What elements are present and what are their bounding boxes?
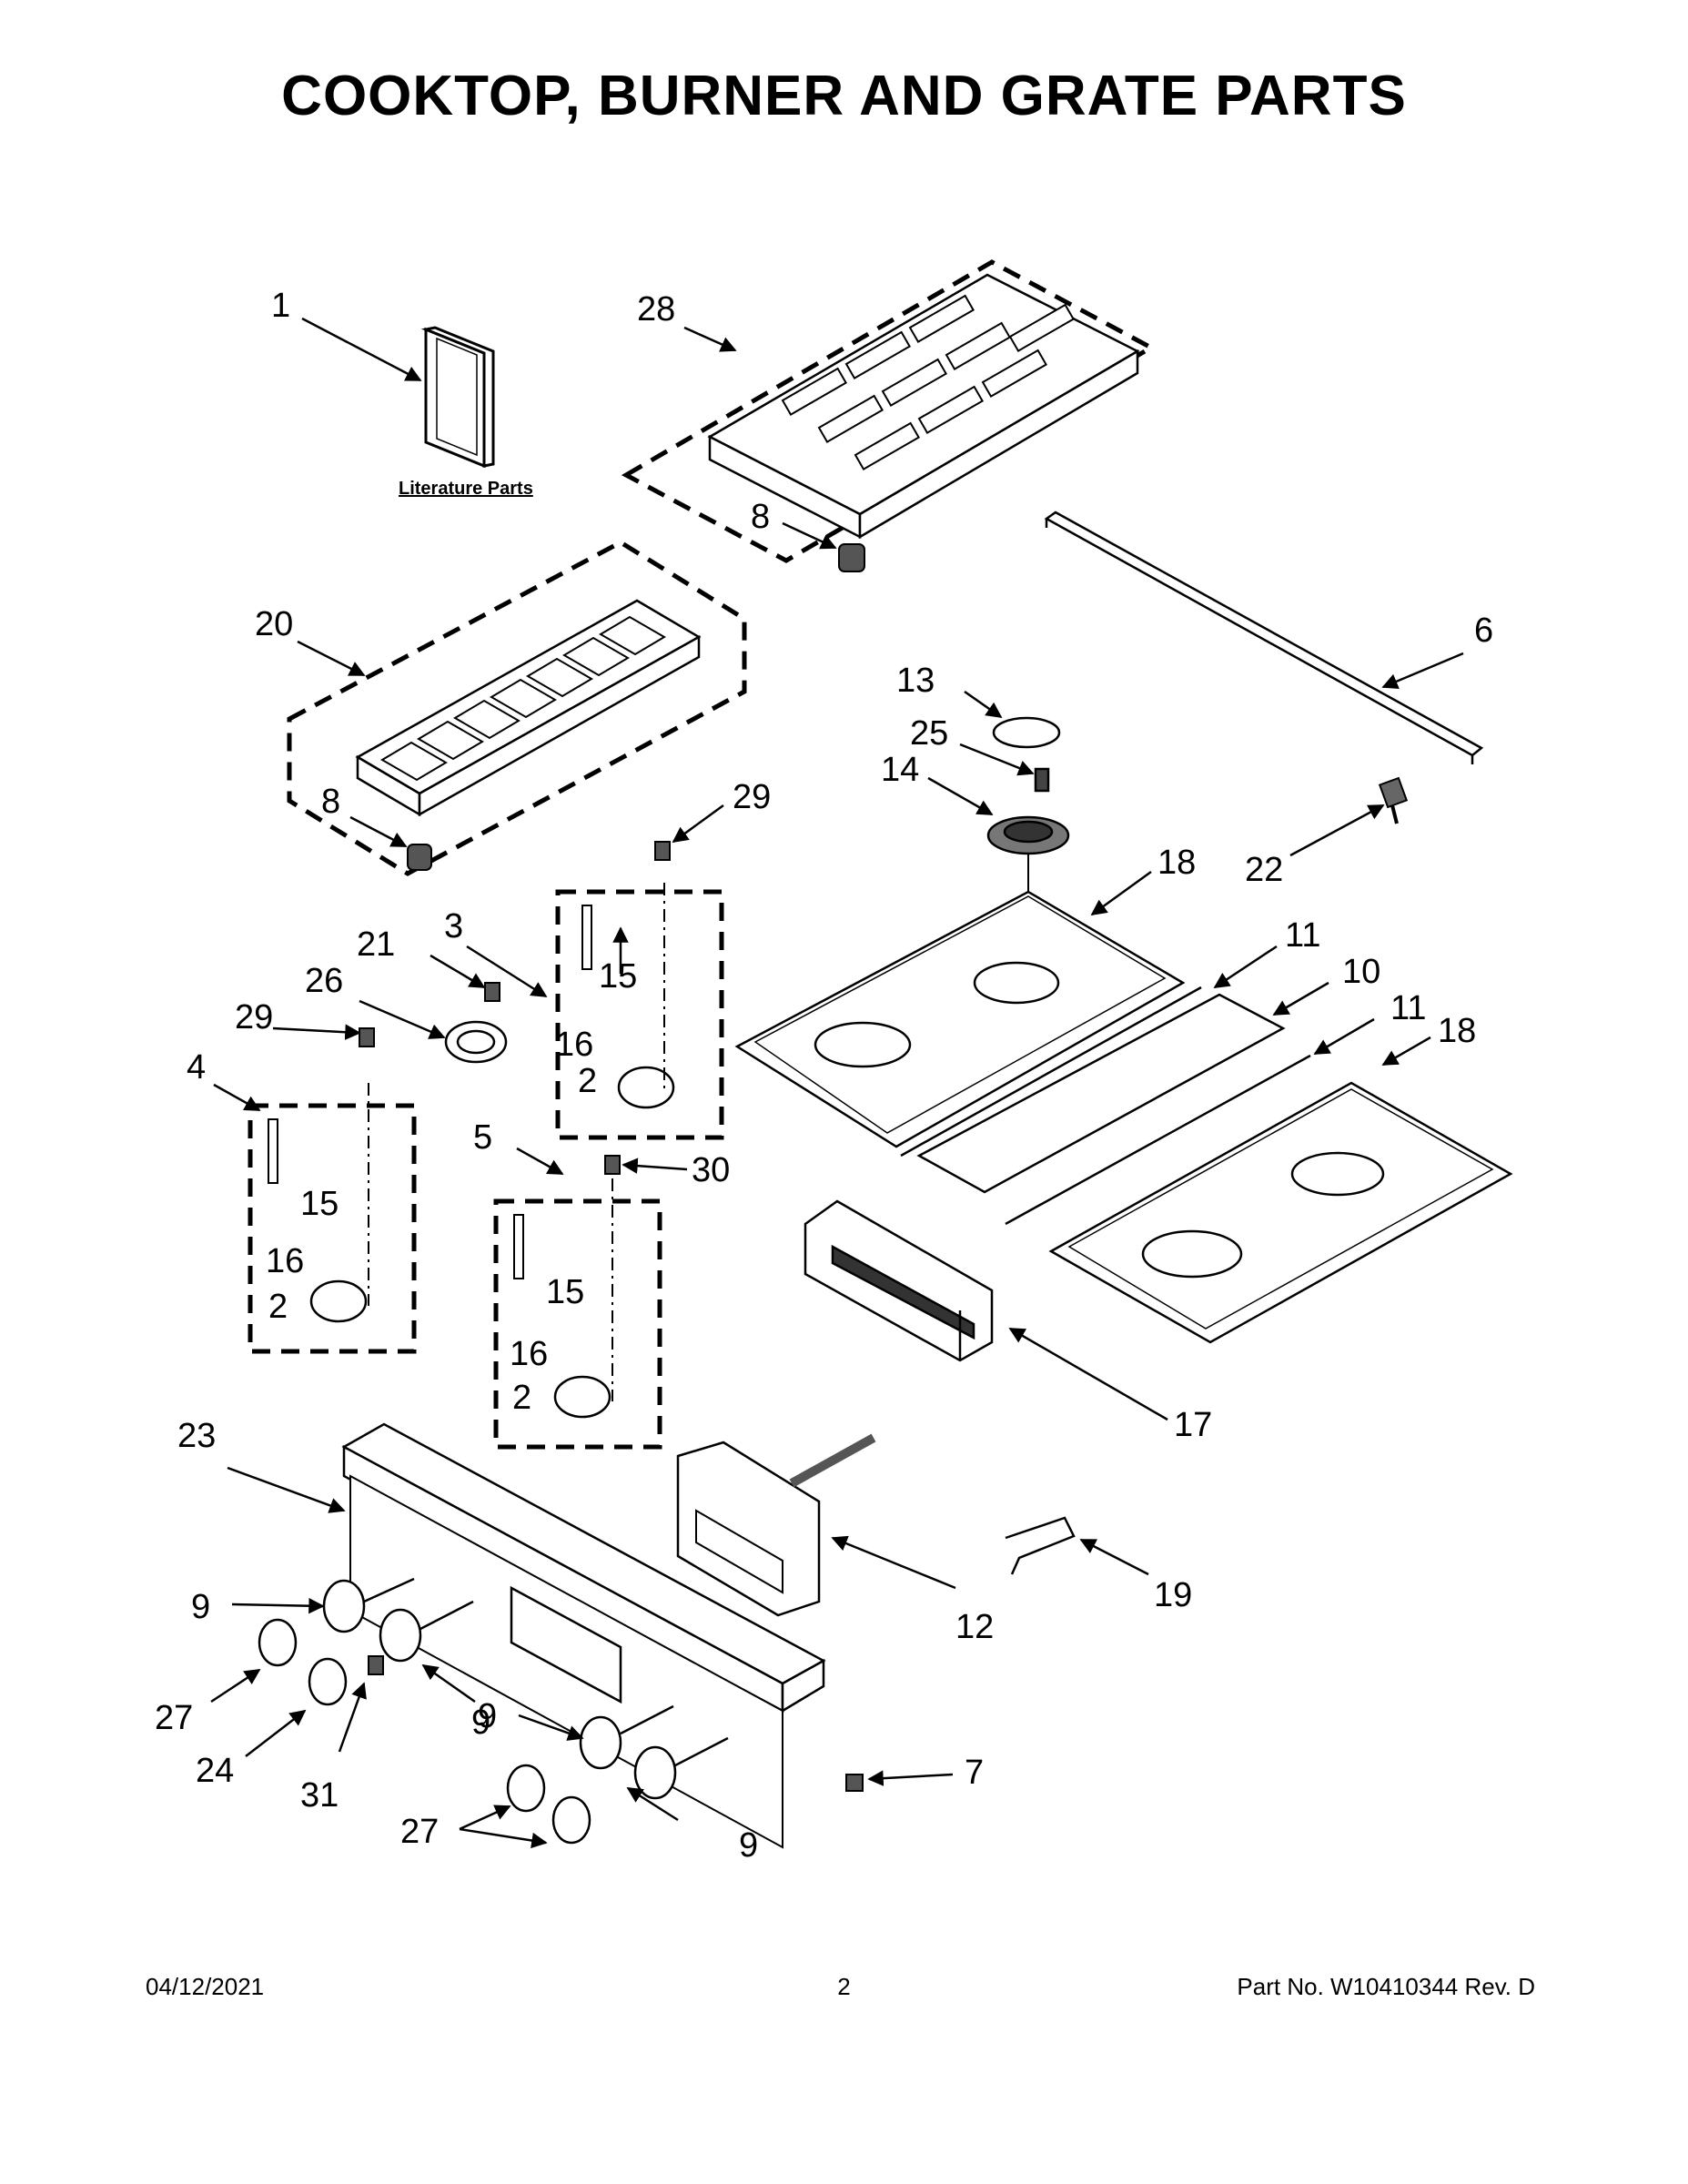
callout-4: 4 [187,1048,206,1087]
page-title: COOKTOP, BURNER AND GRATE PARTS [281,65,1407,127]
bracket-19 [1005,1516,1076,1575]
callout-30: 30 [692,1151,730,1189]
callout-8-top: 8 [751,498,770,536]
callout-19: 19 [1154,1576,1192,1614]
grate-20 [287,540,747,876]
callout-15-b: 15 [300,1185,339,1223]
center-trim-10 [900,986,1311,1226]
footer-part-number: Part No. W10410344 Rev. D [1237,1973,1535,2000]
callout-8-bottom: 8 [321,783,340,821]
callout-2-b: 2 [268,1288,288,1326]
callout-21: 21 [357,925,395,964]
callout-24: 24 [196,1752,234,1790]
callout-22: 22 [1245,851,1283,889]
footer-date: 04/12/2021 [146,1973,265,2000]
callout-27-b: 27 [400,1813,439,1851]
callout-13: 13 [896,662,935,700]
callout-17: 17 [1174,1406,1212,1444]
callout-20: 20 [255,605,293,643]
grate-28 [621,259,1157,572]
callout-16-a: 16 [555,1026,593,1064]
callout-23: 23 [177,1417,216,1455]
callout-5: 5 [473,1118,492,1157]
callout-11-top: 11 [1285,916,1320,955]
burner-tray-18-top [734,890,1186,1148]
callout-16-b: 16 [266,1242,304,1280]
callout-31: 31 [300,1776,339,1815]
callout-26: 26 [305,962,343,1000]
valve-assembly-4 [248,1083,417,1354]
control-module-17 [804,1199,994,1362]
literature-parts-label: Literature Parts [399,479,533,499]
burner-tray-18-bottom [1048,1081,1513,1344]
callout-labels: 1 28 8 6 20 8 13 25 14 29 22 18 21 3 26 … [155,287,1493,1865]
callout-9-c: 9 [471,1704,490,1742]
callout-9-a: 9 [191,1588,210,1626]
valve-assembly-5 [493,1178,662,1450]
callout-2-a: 2 [578,1062,597,1100]
callout-10: 10 [1342,953,1380,991]
display-module-12 [676,1433,876,1617]
callout-2-c: 2 [512,1379,531,1417]
burner-assembly [986,716,1070,992]
callout-9-b: 9 [478,1697,497,1735]
callout-7: 7 [965,1754,984,1792]
literature-booklet [420,326,495,469]
callout-1: 1 [271,287,290,325]
callout-28: 28 [637,290,675,329]
callout-15-c: 15 [546,1273,584,1311]
trim-strip-6 [1044,511,1484,764]
callout-16-c: 16 [510,1335,548,1373]
callout-11-bottom: 11 [1390,989,1426,1027]
callout-29-top: 29 [733,778,771,816]
knobs-bezels [258,1577,729,1845]
gasket-26 [444,1020,508,1064]
callout-12: 12 [955,1608,994,1646]
leader-lines [210,317,1464,1849]
footer-page-number: 2 [837,1973,851,2000]
callout-29-bottom: 29 [235,998,273,1036]
screw-22 [1378,776,1409,824]
callout-6: 6 [1474,612,1493,650]
callout-18-top: 18 [1157,844,1196,882]
callout-15-a: 15 [599,957,637,996]
callout-14: 14 [881,751,919,789]
control-panel-23 [341,1422,826,1849]
callout-27-a: 27 [155,1699,193,1737]
callout-18-bottom: 18 [1438,1012,1476,1050]
callout-9-d: 9 [739,1826,758,1865]
valve-assembly-3 [555,883,724,1140]
callout-3: 3 [444,907,463,945]
callout-25: 25 [910,714,948,753]
